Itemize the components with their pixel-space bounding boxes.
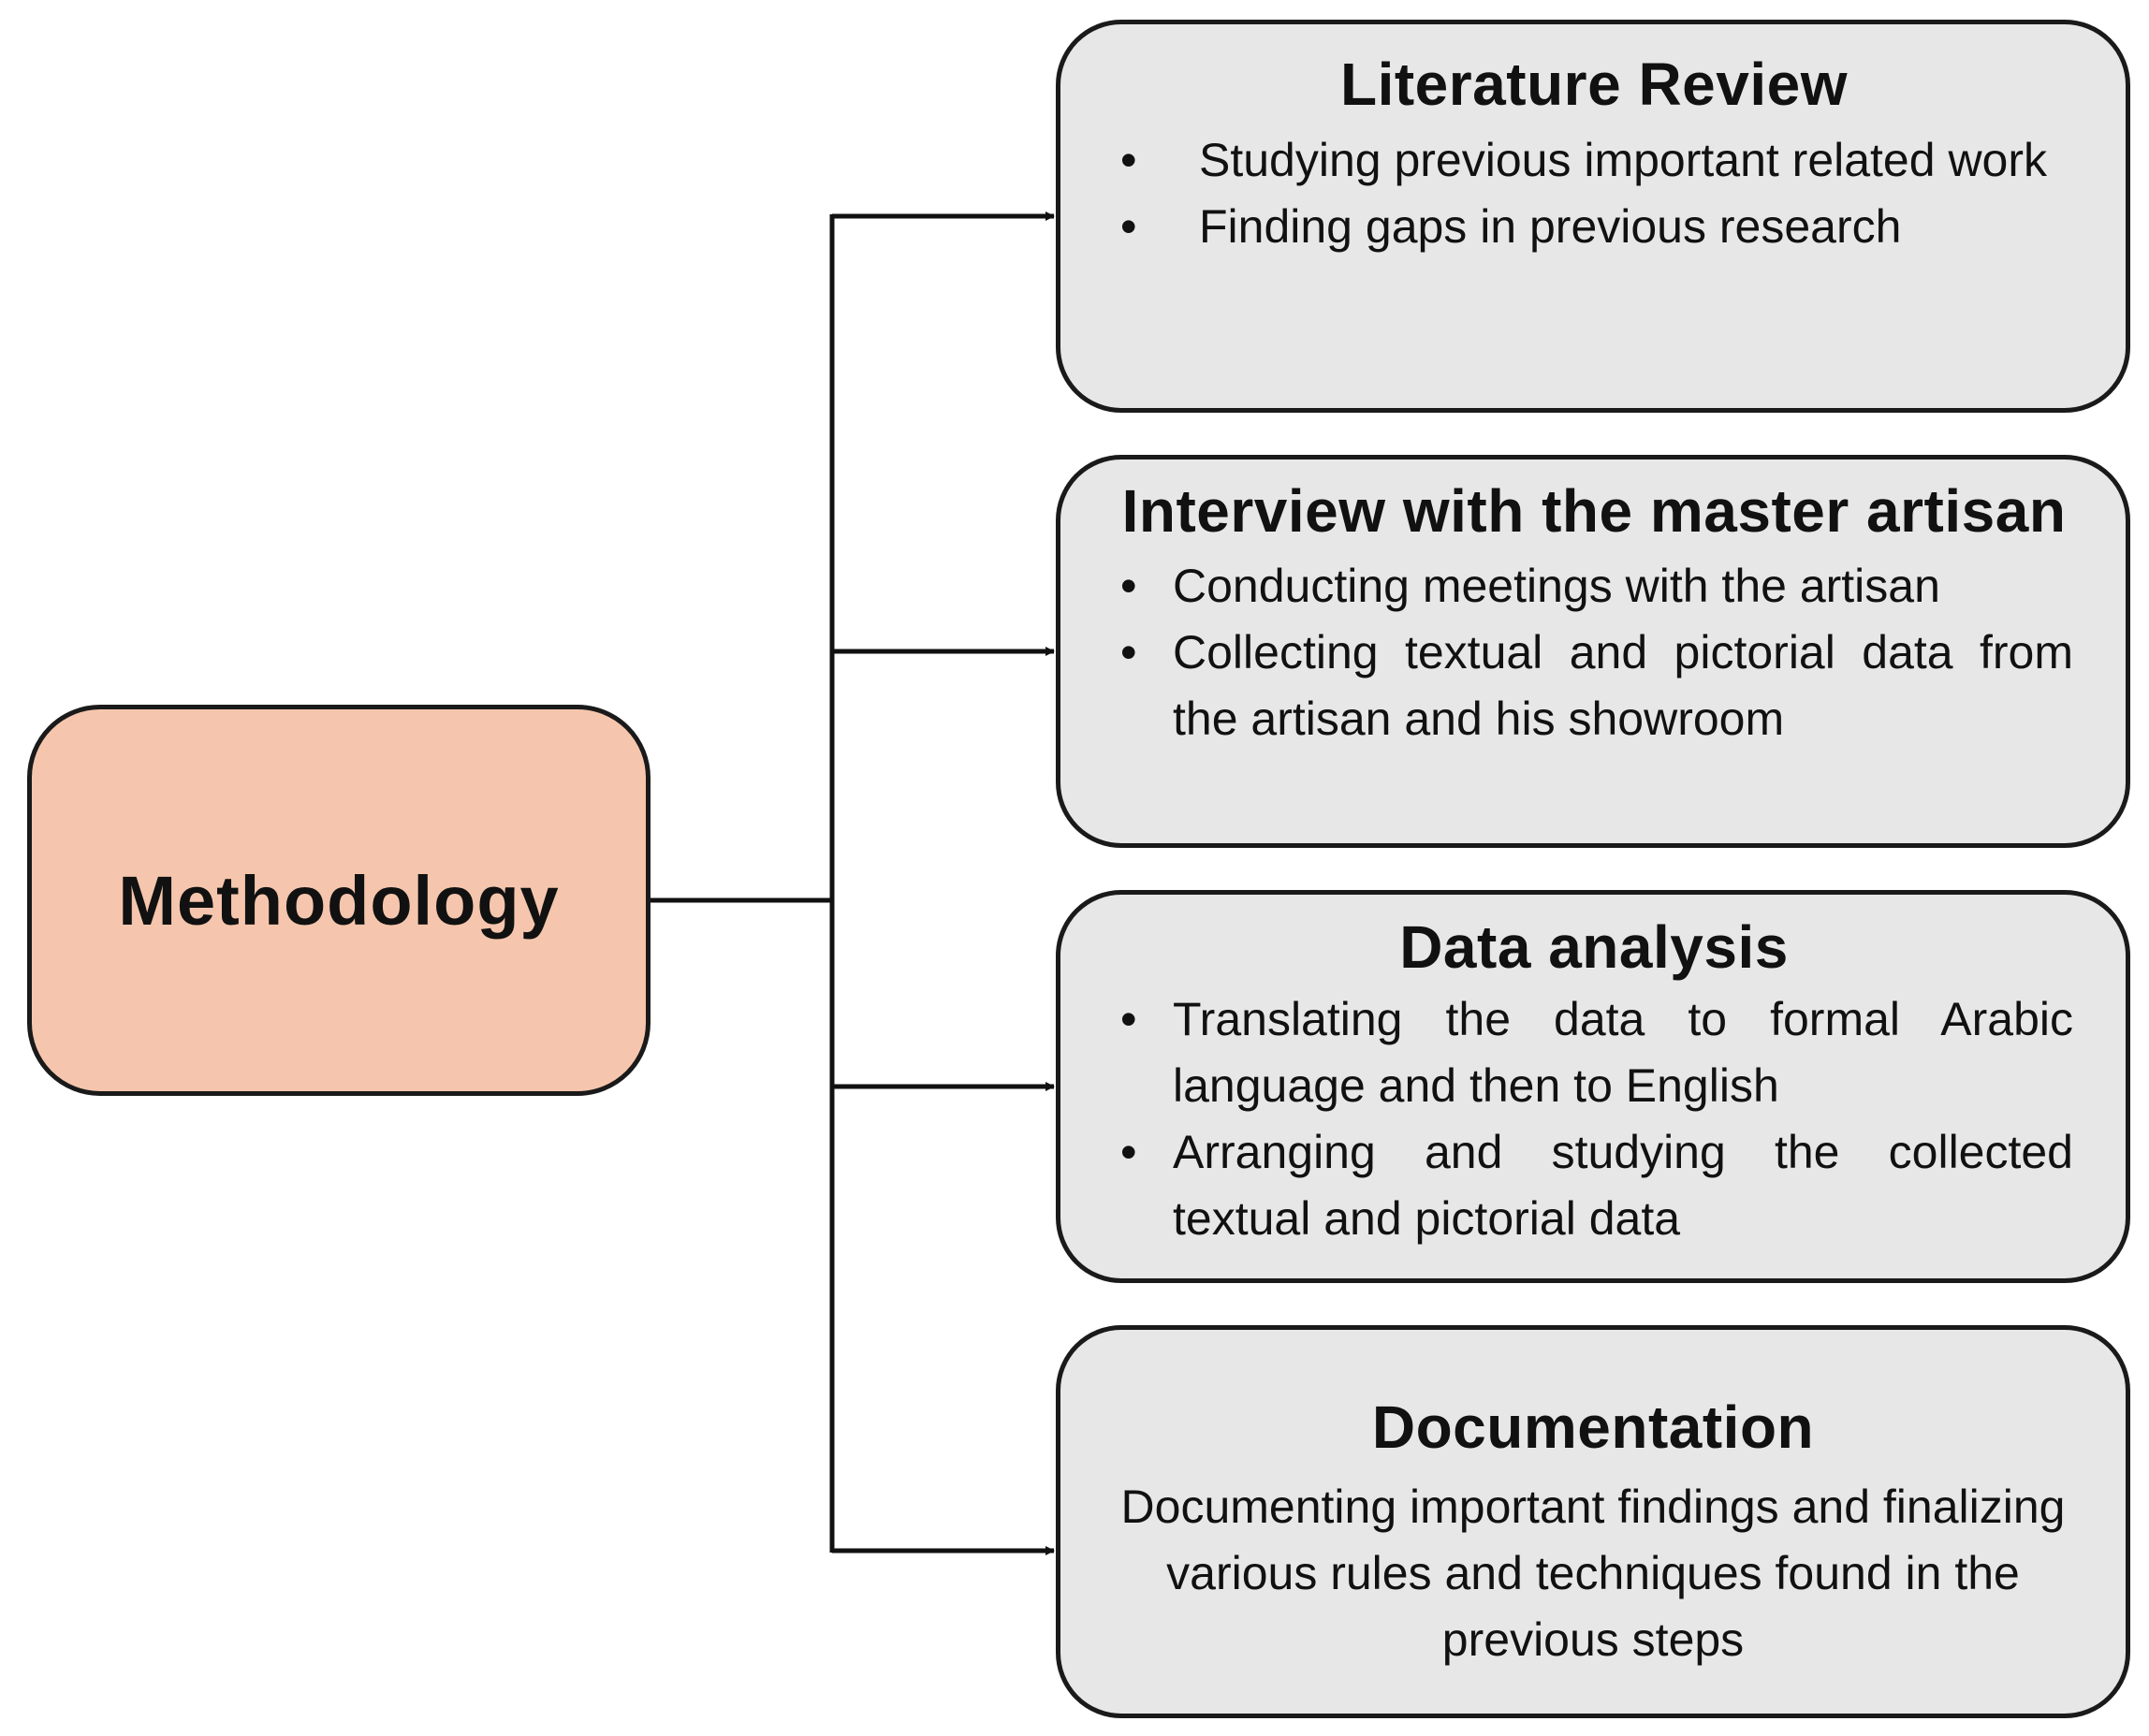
data-analysis-title: Data analysis (1399, 913, 1789, 981)
literature-review-title: Literature Review (1339, 51, 1849, 118)
list-item: • Arranging and studying the collected t… (1115, 1119, 2073, 1252)
documentation-box: Documentation Documenting important find… (1056, 1325, 2130, 1718)
list-item: • Conducting meetings with the artisan (1115, 553, 2073, 620)
data-analysis-box: Data analysis • Translating the data to … (1056, 890, 2130, 1283)
methodology-box: Methodology (27, 705, 651, 1096)
interview-title: Interview with the master artisan (1121, 477, 2067, 545)
bullet-icon: • (1120, 993, 1137, 1045)
bullet-icon: • (1120, 1126, 1137, 1178)
methodology-title: Methodology (118, 861, 560, 940)
bullet-icon: • (1120, 626, 1137, 678)
bullet-icon: • (1120, 134, 1137, 186)
bullet-icon: • (1120, 200, 1137, 253)
list-item: • Collecting textual and pictorial data … (1115, 620, 2073, 752)
list-item: • Finding gaps in previous research (1115, 194, 2073, 260)
data-analysis-bullets: • Translating the data to formal Arabic … (1115, 986, 2073, 1252)
interview-bullets: • Conducting meetings with the artisan •… (1115, 553, 2073, 752)
documentation-description: Documenting important findings and final… (1120, 1481, 2066, 1666)
literature-review-bullets: • Studying previous important related wo… (1115, 127, 2073, 260)
list-item: • Translating the data to formal Arabic … (1115, 986, 2073, 1119)
bullet-icon: • (1120, 560, 1137, 612)
list-item: • Studying previous important related wo… (1115, 127, 2073, 194)
literature-review-box: Literature Review • Studying previous im… (1056, 20, 2130, 413)
documentation-title: Documentation (1371, 1393, 1815, 1461)
interview-box: Interview with the master artisan • Cond… (1056, 455, 2130, 848)
